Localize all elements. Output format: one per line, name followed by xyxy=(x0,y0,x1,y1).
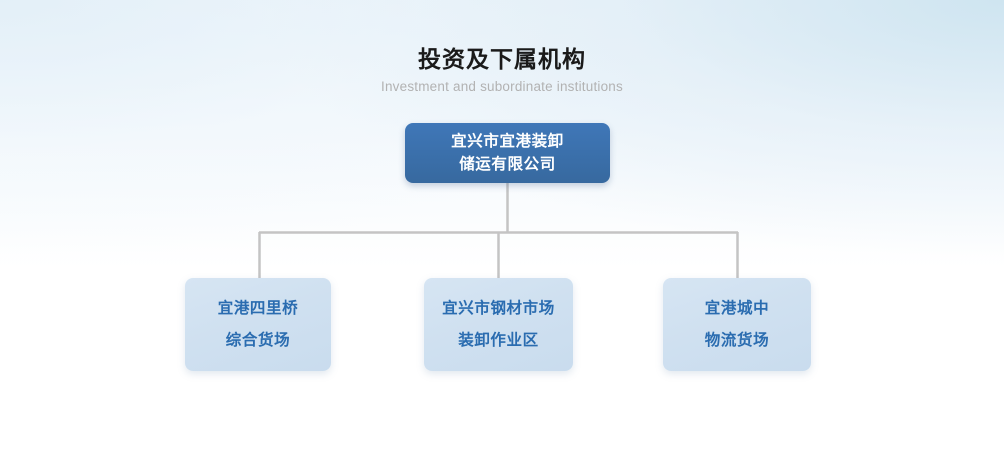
node-root-line-2: 储运有限公司 xyxy=(459,156,556,173)
node-child-2-line-1: 宜港城中 xyxy=(704,299,770,317)
node-child-1-line-1: 宜兴市钢材市场 xyxy=(442,299,555,317)
page-heading: 投资及下属机构 Investment and subordinate insti… xyxy=(0,44,1004,95)
node-root[interactable]: 宜兴市宜港装卸 储运有限公司 xyxy=(405,123,610,183)
node-child-1-line-2: 装卸作业区 xyxy=(458,331,539,349)
node-child-0-line-2: 综合货场 xyxy=(225,331,291,349)
node-child-0-line-1: 宜港四里桥 xyxy=(217,299,299,317)
node-child-2-line-2: 物流货场 xyxy=(704,331,770,349)
node-child-0[interactable]: 宜港四里桥 综合货场 xyxy=(185,278,331,371)
node-child-2[interactable]: 宜港城中 物流货场 xyxy=(663,278,811,371)
node-root-line-1: 宜兴市宜港装卸 xyxy=(451,133,564,150)
node-child-1[interactable]: 宜兴市钢材市场 装卸作业区 xyxy=(424,278,573,371)
page-title: 投资及下属机构 xyxy=(418,46,586,72)
page-subtitle: Investment and subordinate institutions xyxy=(381,79,623,94)
